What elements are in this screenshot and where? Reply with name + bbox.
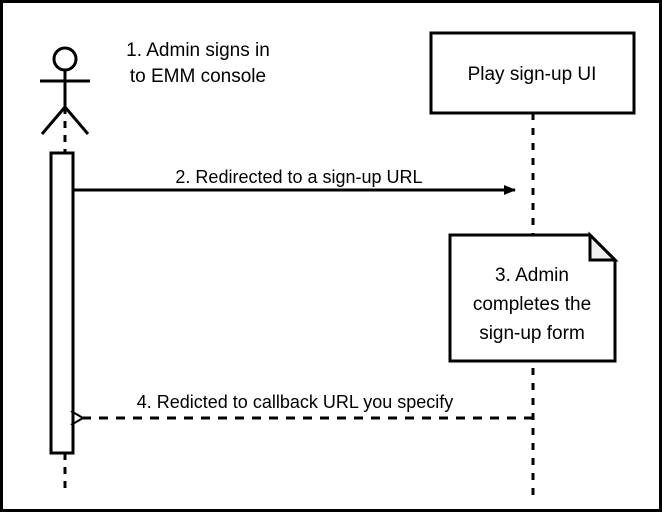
participant-admin[interactable] [40,46,90,495]
note-step-3[interactable]: 3. Admin completes the sign-up form [448,231,619,363]
message-step-4-label: 4. Redicted to callback URL you specify [137,392,454,412]
note-step-3-body [448,233,617,363]
note-step-3-line-2: completes the [473,294,591,315]
note-step-3-fold-icon [588,231,619,262]
message-step-2-label: 2. Redirected to a sign-up URL [175,167,422,187]
participant-box-label: Play sign-up UI [468,64,597,85]
note-step-3-line-1: 3. Admin [495,265,569,286]
annotation-step-1-line-2: to EMM console [130,66,266,87]
annotation-step-1-line-1: 1. Admin signs in [126,40,270,61]
message-step-2[interactable]: 2. Redirected to a sign-up URL [73,167,516,195]
stick-figure-actor-icon [40,46,90,135]
note-step-3-line-3: sign-up form [479,323,585,344]
sequence-diagram-svg: 1. Admin signs in to EMM console Play si… [40,31,636,495]
participant-play-signup-ui[interactable]: Play sign-up UI [429,31,636,495]
annotation-step-1: 1. Admin signs in to EMM console [126,40,270,87]
message-step-4[interactable]: 4. Redicted to callback URL you specify [83,392,533,418]
participant-box-play-signup-ui[interactable] [429,31,636,115]
activation-bar-admin [49,151,75,455]
